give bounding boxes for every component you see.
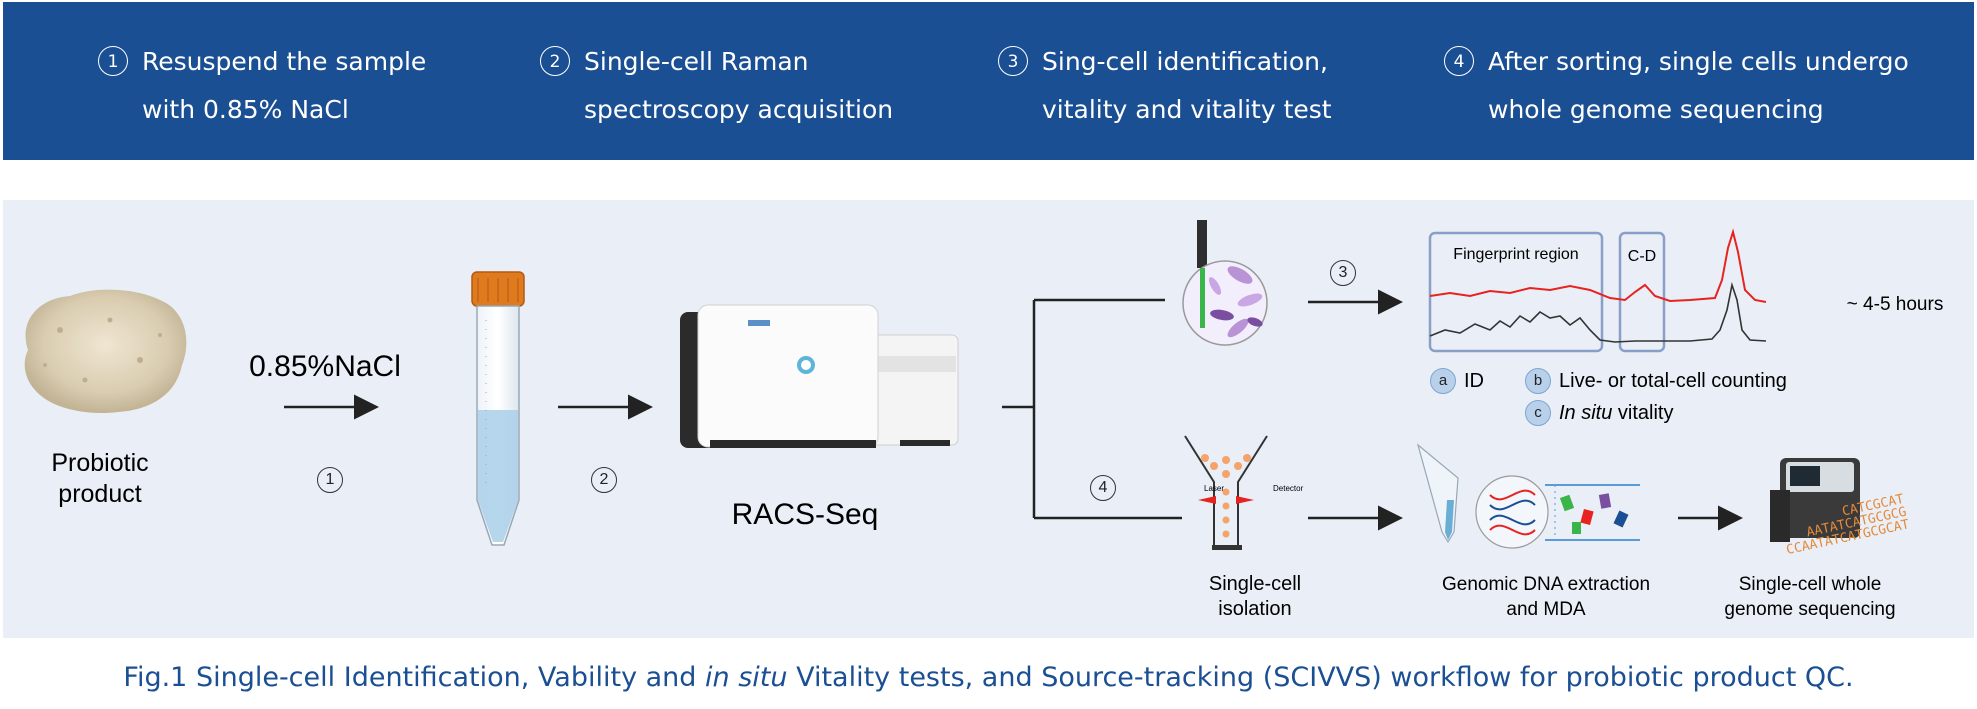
- legend-text-c-italic: In situ: [1559, 402, 1613, 424]
- time-label: ~ 4-5 hours: [1846, 294, 1944, 315]
- extraction-label: Genomic DNA extraction and MDA: [1416, 572, 1676, 622]
- sequencer-icon: [1770, 458, 1860, 542]
- step-2-number: 2: [540, 46, 570, 76]
- step-3-line-2: vitality and vitality test: [1042, 95, 1332, 124]
- step-4-marker: 4: [1090, 475, 1116, 501]
- legend-badge-b: b: [1525, 368, 1551, 394]
- step-1-marker: 1: [317, 467, 343, 493]
- step-3-number: 3: [998, 46, 1028, 76]
- legend-badge-c: c: [1525, 400, 1551, 426]
- probiotic-powder-icon: [24, 289, 187, 414]
- raman-microscope-icon: [1182, 220, 1268, 346]
- workflow-panel: [3, 200, 1974, 638]
- spectrum-black-line: [1429, 281, 1767, 343]
- header-banner: [3, 2, 1974, 160]
- step-3-line-1: Sing-cell identification,: [1042, 47, 1328, 76]
- legend-badge-a: a: [1430, 368, 1456, 394]
- caption-prefix: Fig.1 Single-cell Identification, Vabili…: [123, 662, 706, 693]
- fingerprint-region-label: Fingerprint region: [1453, 246, 1579, 263]
- raman-spectra-plot: [1428, 228, 1767, 353]
- step-3-marker: 3: [1330, 260, 1356, 286]
- legend-text-b: Live- or total-cell counting: [1559, 370, 1787, 392]
- wgs-label-line-2: genome sequencing: [1724, 599, 1896, 620]
- header-step-3: 3 Sing-cell identification, vitality and…: [998, 38, 1332, 134]
- wgs-label: Single-cell whole genome sequencing: [1700, 572, 1920, 622]
- step-2-line-1: Single-cell Raman: [584, 47, 809, 76]
- isolation-label-line-1: Single-cell: [1208, 573, 1302, 595]
- step-1-line-1: Resuspend the sample: [142, 47, 427, 76]
- nacl-label: 0.85%NaCl: [249, 350, 401, 383]
- step-1-line-2: with 0.85% NaCl: [142, 95, 349, 124]
- cd-region-label: C-D: [1627, 248, 1657, 265]
- spectrum-red-line: [1429, 228, 1767, 303]
- instrument-label: RACS-Seq: [731, 498, 879, 531]
- racs-seq-instrument-icon: [680, 304, 959, 448]
- branch-connector: [1002, 298, 1182, 520]
- detector-label: Detector: [1273, 484, 1304, 493]
- step-2-line-2: spectroscopy acquisition: [584, 95, 894, 124]
- step-4-line-1: After sorting, single cells undergo: [1488, 47, 1909, 76]
- product-label-line-1: Probiotic: [51, 449, 149, 477]
- legend-text-c: In situ vitality: [1559, 402, 1673, 425]
- step-4-line-2: whole genome sequencing: [1488, 95, 1824, 124]
- figure-caption: Fig.1 Single-cell Identification, Vabili…: [0, 662, 1977, 693]
- extraction-label-line-1: Genomic DNA extraction: [1441, 574, 1651, 595]
- legend-text-c-rest: vitality: [1612, 402, 1674, 424]
- isolation-label: Single-cell isolation: [1160, 572, 1350, 622]
- wgs-label-line-1: Single-cell whole: [1738, 574, 1882, 595]
- step-4-number: 4: [1444, 46, 1474, 76]
- centrifuge-tube-icon: [471, 271, 525, 546]
- product-label-line-2: product: [58, 480, 142, 508]
- header-step-4: 4 After sorting, single cells undergo wh…: [1444, 38, 1909, 134]
- caption-suffix: Vitality tests, and Source-tracking (SCI…: [787, 662, 1854, 693]
- isolation-label-line-2: isolation: [1218, 598, 1292, 620]
- step-2-marker: 2: [591, 467, 617, 493]
- caption-italic: in situ: [705, 662, 788, 693]
- product-label: Probiotic product: [20, 448, 180, 510]
- laser-label: Laser: [1204, 484, 1225, 493]
- legend-text-a: ID: [1464, 370, 1484, 392]
- extraction-label-line-2: and MDA: [1506, 599, 1586, 620]
- single-cell-sorter-icon: [1184, 435, 1268, 550]
- header-step-1: 1 Resuspend the sample with 0.85% NaCl: [98, 38, 426, 134]
- dna-extraction-icon: [1416, 443, 1640, 549]
- step-1-number: 1: [98, 46, 128, 76]
- header-step-2: 2 Single-cell Raman spectroscopy acquisi…: [540, 38, 893, 134]
